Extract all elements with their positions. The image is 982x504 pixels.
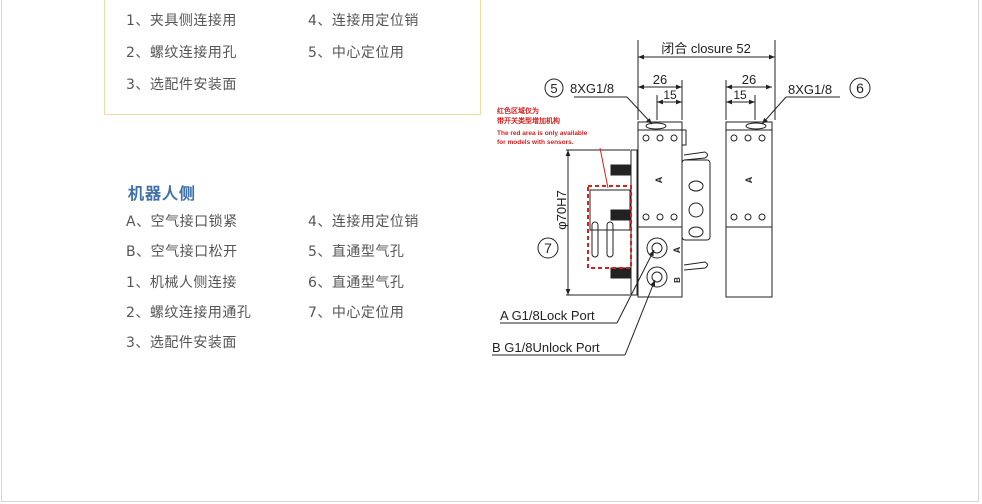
tool-side-legend-box xyxy=(104,0,481,115)
sensor-note-leader xyxy=(599,147,609,189)
callout-5: 5 xyxy=(550,81,557,96)
mark-a-right: A xyxy=(744,176,754,183)
robot-side-item: A、空气接口锁紧 xyxy=(126,214,238,230)
robot-side-item: 5、直通型气孔 xyxy=(308,244,405,260)
robot-side-item: 2、螺纹连接用通孔 xyxy=(126,305,252,321)
callout-7: 7 xyxy=(544,240,552,256)
mark-b-port: B xyxy=(673,277,682,283)
diameter-label: φ70H7 xyxy=(554,190,569,230)
tool-side-item: 1、夹具侧连接用 xyxy=(126,13,237,29)
robot-side-item: 6、直通型气孔 xyxy=(308,275,405,291)
mark-a-port: A xyxy=(672,246,682,253)
mark-a-left: A xyxy=(654,176,664,183)
closure-dimension-label: 闭合 closure 52 xyxy=(661,41,751,56)
tool-side-item: 5、中心定位用 xyxy=(308,45,405,61)
tool-side-item: 2、螺纹连接用孔 xyxy=(126,45,237,61)
robot-side-item: 7、中心定位用 xyxy=(308,305,405,321)
left-block xyxy=(637,121,683,298)
sensor-note-en-2: for models with sensors. xyxy=(497,139,574,146)
dimension-26-right: 26 xyxy=(742,72,756,87)
dimension-26-left: 26 xyxy=(653,72,667,87)
robot-side-item: 3、选配件安装面 xyxy=(126,335,237,351)
port-a-label: A G1/8Lock Port xyxy=(500,308,595,323)
port-label-left: 8XG1/8 xyxy=(570,81,614,96)
callout-6: 6 xyxy=(856,80,864,96)
callout-5-circle xyxy=(544,78,564,98)
sensor-note-cn-2: 带开关类型增加机构 xyxy=(497,116,560,125)
sensor-note-en-1: The red area is only available xyxy=(497,130,588,137)
sensor-area-outline xyxy=(587,185,632,269)
sensor-note-cn-1: 红色区域仅为 xyxy=(497,106,539,115)
technical-drawing: 闭合 closure 52 26 15 26 15 5 6 7 8XG1/8 8… xyxy=(492,40,871,356)
dimension-15-left: 15 xyxy=(663,88,677,102)
robot-side-item: 4、连接用定位销 xyxy=(308,214,419,230)
robot-side-item: B、空气接口松开 xyxy=(126,244,238,260)
tool-side-item: 3、选配件安装面 xyxy=(126,77,237,93)
callout-7-circle xyxy=(537,237,559,259)
port-b-label: B G1/8Unlock Port xyxy=(492,340,600,355)
robot-side-item: 1、机械人侧连接 xyxy=(126,275,237,291)
right-block xyxy=(725,121,773,298)
dimension-15-right: 15 xyxy=(733,88,747,102)
port-label-right: 8XG1/8 xyxy=(788,82,832,97)
robot-side-title: 机器人侧 xyxy=(128,184,197,203)
tool-side-item: 4、连接用定位销 xyxy=(308,13,419,29)
callout-6-circle xyxy=(849,77,871,99)
